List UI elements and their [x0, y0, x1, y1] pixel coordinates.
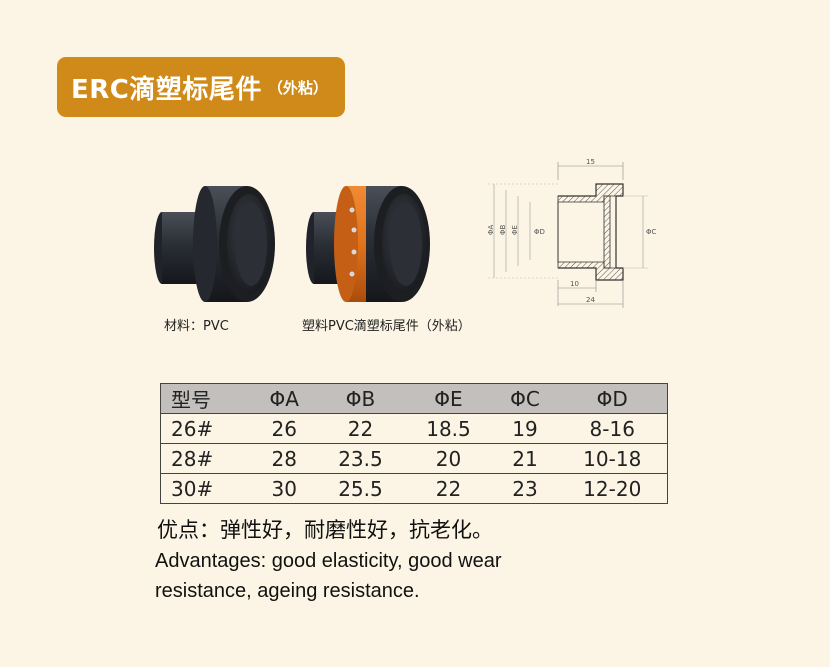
- table-cell: 20: [404, 443, 493, 474]
- dim-top-label: 15: [586, 158, 595, 166]
- table-cell: 25.5: [316, 473, 405, 504]
- advantages-en: Advantages: good elasticity, good wear r…: [155, 550, 502, 602]
- title-badge: ERC滴塑标尾件 （外粘）: [57, 57, 345, 117]
- col-phi-a: ΦA: [251, 383, 317, 414]
- table-cell: 23.5: [316, 443, 405, 474]
- dim-c-label: ΦC: [646, 228, 657, 236]
- pvc-end-cap-photo: [150, 178, 280, 308]
- table-row: 26# 26 22 18.5 19 8-16: [159, 413, 669, 444]
- page-subtitle: （外粘）: [267, 78, 328, 97]
- dim-b-label: ΦB: [499, 224, 507, 235]
- col-phi-d: ΦD: [557, 383, 669, 414]
- dim-a-label: ΦA: [487, 224, 495, 235]
- table-cell: 12-20: [557, 473, 669, 504]
- pvc-material-caption: 材料：PVC: [164, 319, 229, 334]
- dim-bottom-inner-label: 10: [570, 280, 579, 288]
- table-cell: 22: [404, 473, 493, 504]
- table-cell: 21: [492, 443, 558, 474]
- table-cell: 19: [492, 413, 558, 444]
- table-cell: 22: [316, 413, 405, 444]
- pvc-end-cap-with-label-photo: [300, 178, 438, 308]
- table-cell: 23: [492, 473, 558, 504]
- table-cell: 26: [251, 413, 317, 444]
- technical-drawing: 15 ΦA ΦB ΦE ΦD ΦC 10 24: [478, 156, 678, 321]
- col-phi-e: ΦE: [404, 383, 493, 414]
- table-cell: 30: [251, 473, 317, 504]
- dim-bottom-outer-label: 24: [586, 296, 595, 304]
- table-cell: 30#: [159, 473, 252, 504]
- dim-e-label: ΦE: [511, 225, 519, 235]
- pvc-label-cap-caption: 塑料PVC滴塑标尾件（外粘）: [302, 319, 471, 334]
- dim-d-label: ΦD: [534, 228, 545, 236]
- table-cell: 8-16: [557, 413, 669, 444]
- table-cell: 26#: [159, 413, 252, 444]
- col-model: 型号: [159, 383, 252, 414]
- table-header-row: 型号 ΦA ΦB ΦE ΦC ΦD: [159, 383, 669, 414]
- page-title: ERC滴塑标尾件: [71, 74, 262, 105]
- table-cell: 28#: [159, 443, 252, 474]
- table-row: 30# 30 25.5 22 23 12-20: [159, 473, 669, 504]
- col-phi-b: ΦB: [316, 383, 405, 414]
- table-cell: 10-18: [557, 443, 669, 474]
- table-row: 28# 28 23.5 20 21 10-18: [159, 443, 669, 474]
- spec-table: 型号 ΦA ΦB ΦE ΦC ΦD 26# 26 22 18.5 19 8-16…: [159, 383, 669, 504]
- table-cell: 28: [251, 443, 317, 474]
- col-phi-c: ΦC: [492, 383, 558, 414]
- table-cell: 18.5: [404, 413, 493, 444]
- advantages-cn: 优点：弹性好，耐磨性好，抗老化。: [157, 518, 493, 542]
